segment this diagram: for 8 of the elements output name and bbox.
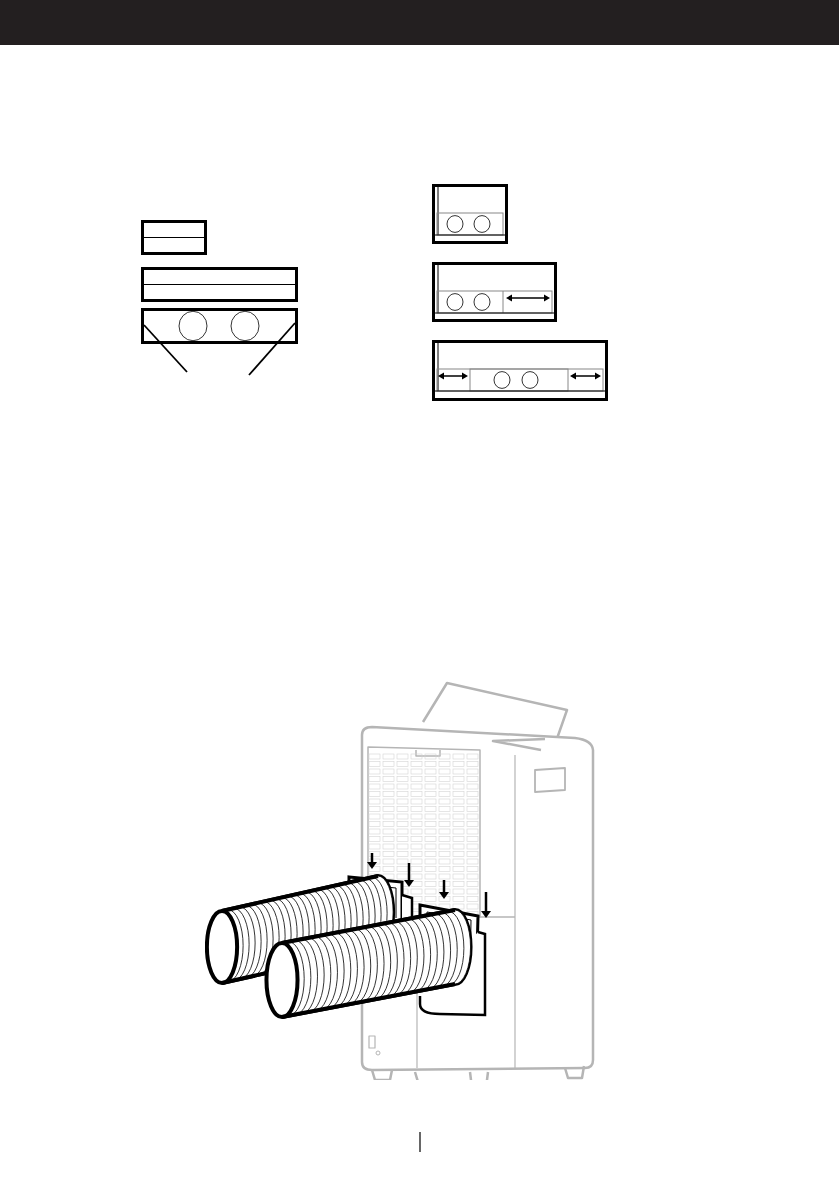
outline-box xyxy=(141,308,298,344)
outline-box xyxy=(432,262,557,322)
leader-line xyxy=(248,322,296,376)
outline-box xyxy=(141,220,207,255)
outline-box xyxy=(432,340,608,401)
leader-line xyxy=(143,324,188,373)
outline-box xyxy=(432,184,508,244)
outline-box xyxy=(141,267,298,302)
